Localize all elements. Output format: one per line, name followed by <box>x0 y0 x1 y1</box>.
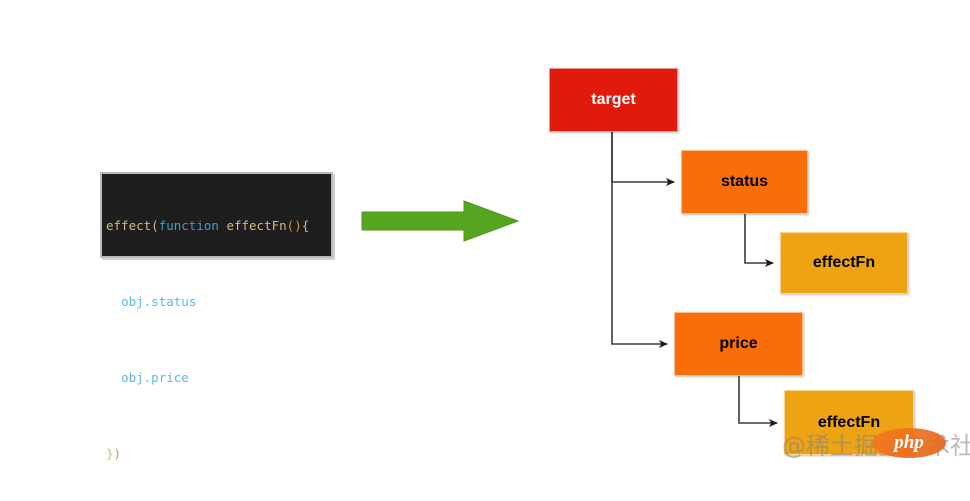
node-effectfn-status-label: effectFn <box>812 254 876 271</box>
code-line-2: obj.status <box>106 292 331 311</box>
code-token-body-close-brace: } <box>106 446 114 461</box>
connector-target-to-price <box>611 132 668 348</box>
node-status[interactable]: status <box>681 150 808 214</box>
connector-price-to-effectfn <box>738 376 778 427</box>
code-line-4: }) <box>106 444 331 463</box>
node-price-label: price <box>719 335 758 352</box>
code-snippet-panel: effect(function effectFn(){ obj.status o… <box>100 172 333 461</box>
diagram-canvas: effect(function effectFn(){ obj.status o… <box>100 68 970 461</box>
connector-status-to-effectfn <box>744 214 774 267</box>
code-token-function-keyword: function <box>158 218 219 233</box>
code-line-1: effect(function effectFn(){ <box>106 216 331 235</box>
node-effectfn-price[interactable]: effectFn <box>784 390 914 455</box>
code-token-body-open-brace: { <box>301 218 310 233</box>
node-status-label: status <box>720 173 769 190</box>
node-effectfn-price-label: effectFn <box>817 413 881 431</box>
code-token-open-paren: ( <box>151 218 159 233</box>
code-token-effect: effect <box>106 218 152 233</box>
node-price[interactable]: price <box>674 312 803 376</box>
code-token-args-open: ( <box>286 218 295 233</box>
code-token-obj-price: obj.price <box>121 370 189 385</box>
code-token-indent-2 <box>106 294 121 309</box>
connector-target-to-status <box>611 132 675 186</box>
code-token-indent-3 <box>106 370 121 385</box>
code-line-3: obj.price <box>106 368 331 387</box>
code-token-close-paren: ) <box>113 446 122 461</box>
green-block-arrow-icon <box>361 200 520 242</box>
code-token-obj-status: obj.status <box>121 294 197 309</box>
code-token-args-close: ) <box>294 218 302 233</box>
node-target[interactable]: target <box>549 68 678 132</box>
node-effectfn-status[interactable]: effectFn <box>780 232 908 294</box>
node-target-label: target <box>591 91 636 108</box>
code-token-effectfn-name: effectFn <box>226 218 287 233</box>
connector-layer <box>611 132 778 427</box>
